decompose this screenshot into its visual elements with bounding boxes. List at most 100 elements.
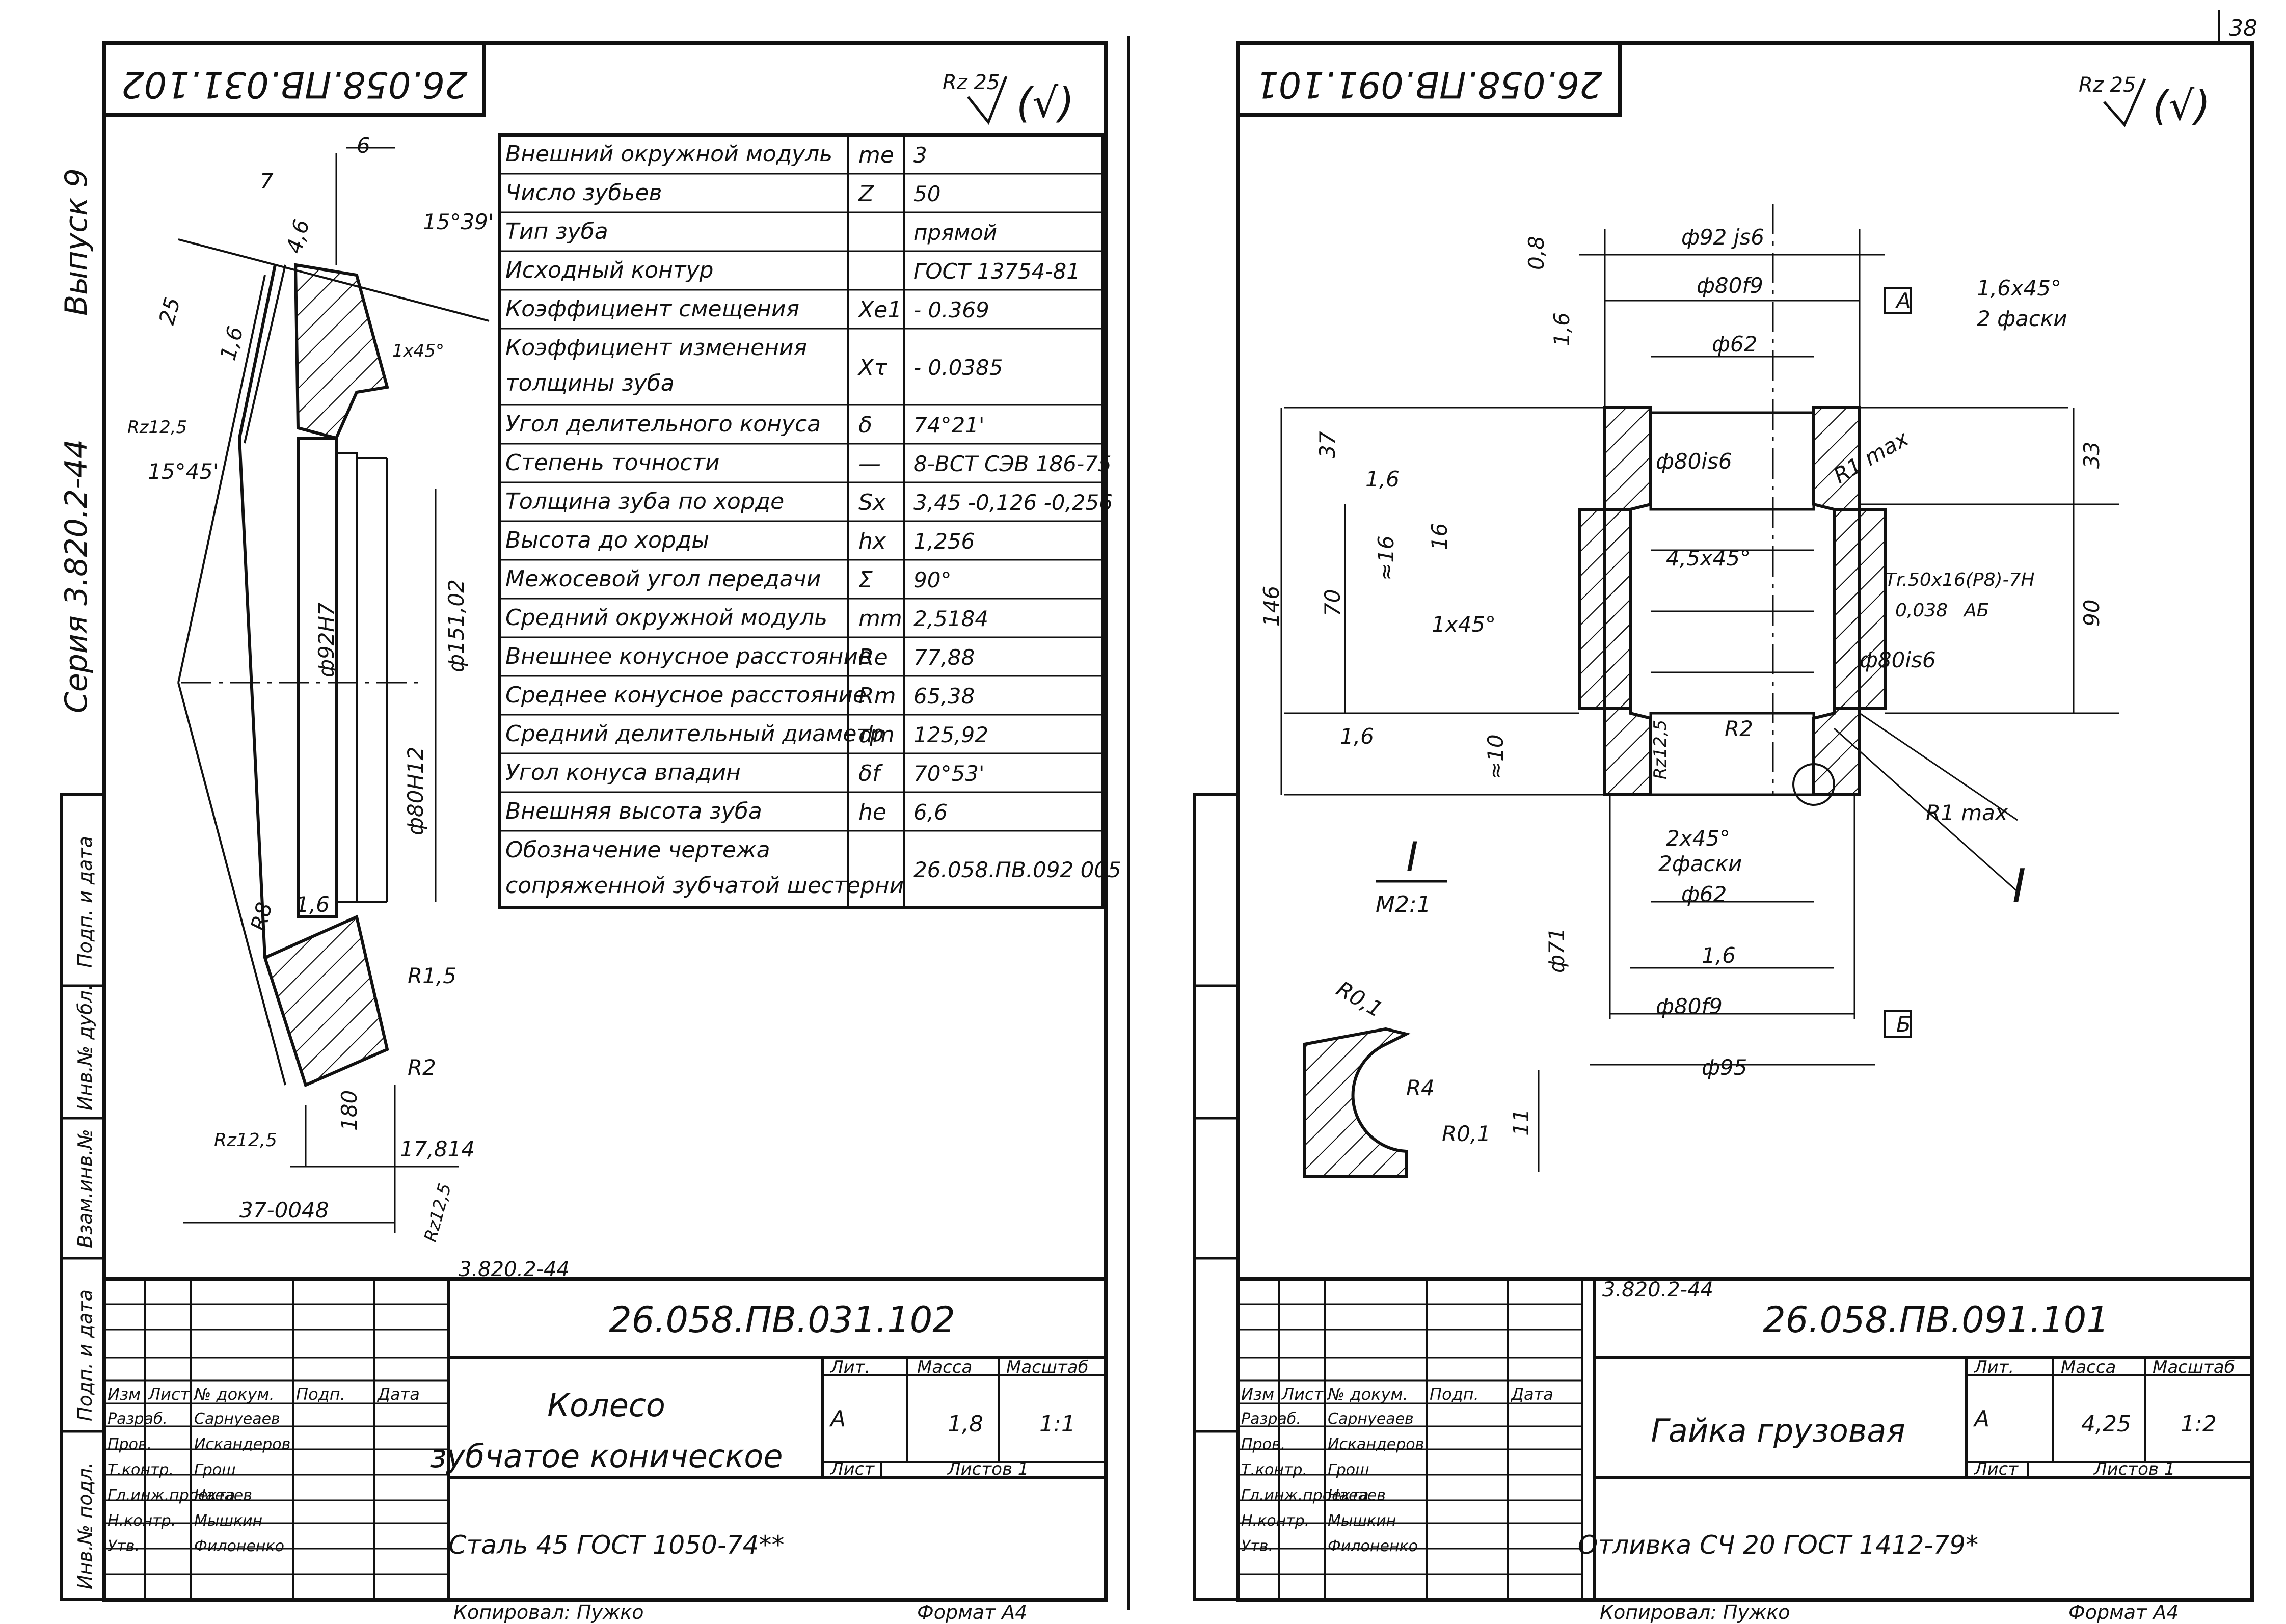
left-roughness-check: (√)	[1016, 79, 1074, 127]
detail-scale: М2:1	[1376, 891, 1431, 917]
right-dim: ф62	[1712, 332, 1757, 357]
right-dim: 146	[1259, 586, 1284, 627]
stamp-sign-date-2: Подп. и дата	[74, 1289, 96, 1421]
right-dim: 90	[2079, 600, 2104, 627]
rev-header: Лист	[148, 1385, 190, 1404]
param-value: 77,88	[913, 645, 975, 670]
right-dim: 1,6	[1365, 467, 1400, 492]
role-label: Пров.	[107, 1436, 152, 1453]
signer-name: Грош	[194, 1461, 236, 1479]
rev-header: Подп.	[1430, 1385, 1479, 1404]
left-copied: Копировал: Пужко	[453, 1601, 644, 1623]
right-mass-header: Масса	[2061, 1357, 2116, 1377]
right-dim: 4,5х45°	[1666, 546, 1751, 571]
right-dim: ф80f9	[1697, 273, 1763, 298]
param-label: Межосевой угол передачи	[505, 566, 821, 592]
right-code-box	[1236, 41, 1622, 117]
signer-name: Наеаев	[1328, 1486, 1386, 1504]
right-dim: 33	[2079, 442, 2104, 469]
left-series-code: 3.820.2-44	[459, 1258, 570, 1281]
param-value: 2,5184	[913, 606, 988, 631]
left-dim: R2	[408, 1055, 436, 1080]
signer-name: Искандеров	[1328, 1436, 1424, 1453]
left-scale: 1:1	[1039, 1411, 1075, 1437]
right-lit: А	[1973, 1406, 1989, 1432]
param-symbol: δf	[858, 761, 883, 787]
param-label: Обозначение чертежа	[505, 837, 770, 863]
param-value: 90°	[913, 567, 951, 592]
right-dim: ф95	[1702, 1055, 1747, 1080]
stamp-replace-inv: Взам.инв.№	[74, 1129, 96, 1248]
right-rotated-code: 26.058.ПВ.091.101	[1256, 64, 1602, 105]
detail-dim: 11	[1509, 1109, 1534, 1136]
left-dim: 1х45°	[392, 341, 444, 361]
left-code-box	[102, 41, 486, 117]
param-symbol: δ	[858, 412, 872, 438]
rev-header: Лист	[1281, 1385, 1324, 1404]
left-dim: ф80Н12	[403, 747, 428, 835]
right-dim: 1,6	[1702, 943, 1736, 968]
param-value: 8-BCT СЭВ 186-75	[913, 451, 1112, 476]
left-dim: R1,5	[408, 963, 456, 988]
param-symbol: me	[858, 142, 894, 168]
left-part-name-1: Колесо	[547, 1387, 665, 1424]
param-value: 3	[913, 143, 927, 168]
signer-name: Мышкин	[1328, 1512, 1396, 1530]
right-dim: ф62	[1681, 882, 1727, 907]
param-symbol: Xe1	[857, 297, 902, 323]
left-dim: 25	[154, 294, 185, 327]
signer-name: Сарнуеаев	[1328, 1410, 1414, 1428]
right-dim: R2	[1725, 716, 1753, 741]
role-label: Гл.инж.проекта	[1241, 1486, 1369, 1504]
left-scale-header: Масштаб	[1006, 1357, 1089, 1377]
role-label: Утв.	[107, 1537, 140, 1555]
right-dim: ф80is6	[1656, 449, 1732, 474]
param-value: 3,45 -0,126 -0,256	[913, 490, 1113, 515]
param-label: Угол делительного конуса	[505, 411, 821, 437]
left-dim: 4,6	[281, 216, 314, 256]
right-dim: 1,6х45°	[1977, 276, 2061, 301]
param-value: 65,38	[913, 684, 975, 709]
left-dim: 6	[357, 133, 370, 158]
param-symbol: Re	[858, 644, 888, 670]
param-symbol: he	[858, 799, 886, 825]
param-symbol: Rm	[858, 683, 896, 709]
param-label: Исходный контур	[505, 257, 713, 283]
left-dim: ф151,02	[444, 579, 469, 672]
param-label: Среднее конусное расстояние	[505, 682, 867, 708]
param-symbol: Σ	[858, 567, 873, 593]
left-dim: Rz12,5	[214, 1130, 277, 1151]
left-mass: 1,8	[948, 1411, 983, 1437]
left-dim: ф92Н7	[314, 602, 339, 678]
right-dim: ≈10	[1483, 734, 1508, 779]
nut-section	[1280, 204, 2119, 1066]
param-label: Коэффициент изменения	[505, 335, 807, 361]
left-lit: А	[829, 1406, 846, 1432]
right-scale-header: Масштаб	[2153, 1357, 2235, 1377]
param-value: 50	[913, 181, 940, 206]
signer-name: Грош	[1328, 1461, 1369, 1479]
right-copied: Копировал: Пужко	[1600, 1601, 1790, 1623]
left-drawing-number: 26.058.ПВ.031.102	[609, 1299, 955, 1341]
detail-view: I М2:1 R0,1 R4 R0,1 11	[1303, 833, 1540, 1178]
param-label: толщины зуба	[505, 370, 675, 396]
rev-header: Подп.	[296, 1385, 345, 1404]
param-value: 1,256	[913, 529, 975, 554]
right-dim: ф80is6	[1860, 647, 1936, 672]
right-dim: ≈16	[1374, 535, 1399, 581]
detail-label: I	[1406, 833, 1418, 881]
left-dim: 17,814	[400, 1136, 475, 1161]
param-label: Угол конуса впадин	[505, 760, 741, 786]
left-dim: 37-0048	[239, 1198, 329, 1223]
right-dim: 2фаски	[1658, 851, 1742, 876]
right-dim-labels: ф92 js6 0,8 ф80f9 А 1,6 1,6х45° 2 фаски …	[1259, 225, 2104, 1080]
param-symbol: mm	[858, 606, 902, 632]
left-sheet: 26.058.ПВ.031.102 Rz 25 (√) Серия 3.820.…	[59, 36, 1130, 1623]
param-label: Внешняя высота зуба	[505, 798, 762, 824]
right-sheets-label: Листов 1	[2093, 1459, 2175, 1479]
left-dim: 7	[260, 169, 274, 194]
bevel-gear-section	[177, 147, 490, 1233]
right-sheet-label: Лист	[1973, 1459, 2019, 1479]
